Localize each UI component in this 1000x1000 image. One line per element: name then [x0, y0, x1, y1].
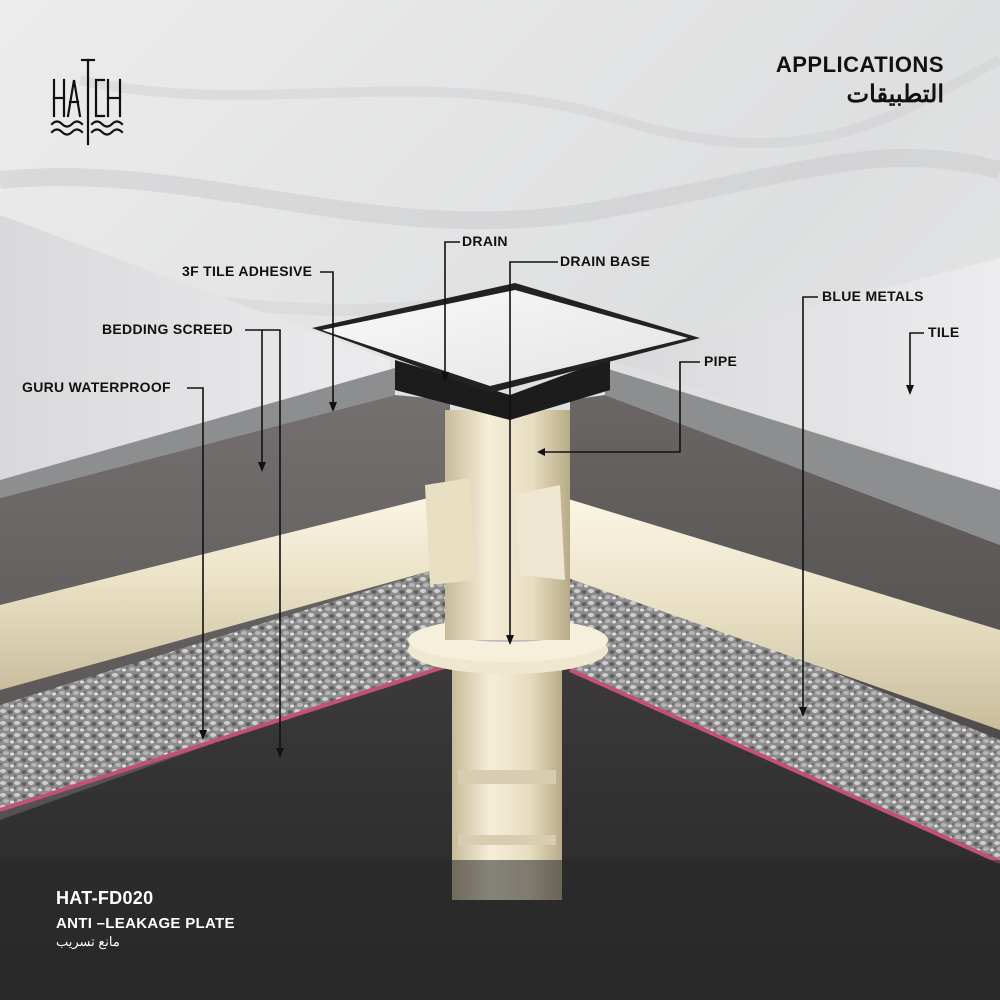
label-pipe: PIPE	[704, 353, 737, 369]
label-guru-waterproof: GURU WATERPROOF	[22, 379, 171, 395]
page-title-arabic: التطبيقات	[847, 80, 944, 109]
page-title: APPLICATIONS	[776, 52, 944, 78]
product-name: ANTI –LEAKAGE PLATE	[56, 915, 235, 932]
label-blue-metals: BLUE METALS	[822, 288, 924, 304]
label-tile-adhesive: 3F TILE ADHESIVE	[182, 263, 312, 279]
product-code: HAT-FD020	[56, 888, 235, 909]
product-info: HAT-FD020 ANTI –LEAKAGE PLATE مانع تسريب	[56, 888, 235, 950]
label-tile: TILE	[928, 324, 960, 340]
label-drain-base: DRAIN BASE	[560, 253, 650, 269]
label-bedding-screed: BEDDING SCREED	[102, 321, 233, 337]
hatch-logo	[50, 52, 124, 148]
label-drain: DRAIN	[462, 233, 508, 249]
product-name-arabic: مانع تسريب	[56, 934, 235, 950]
